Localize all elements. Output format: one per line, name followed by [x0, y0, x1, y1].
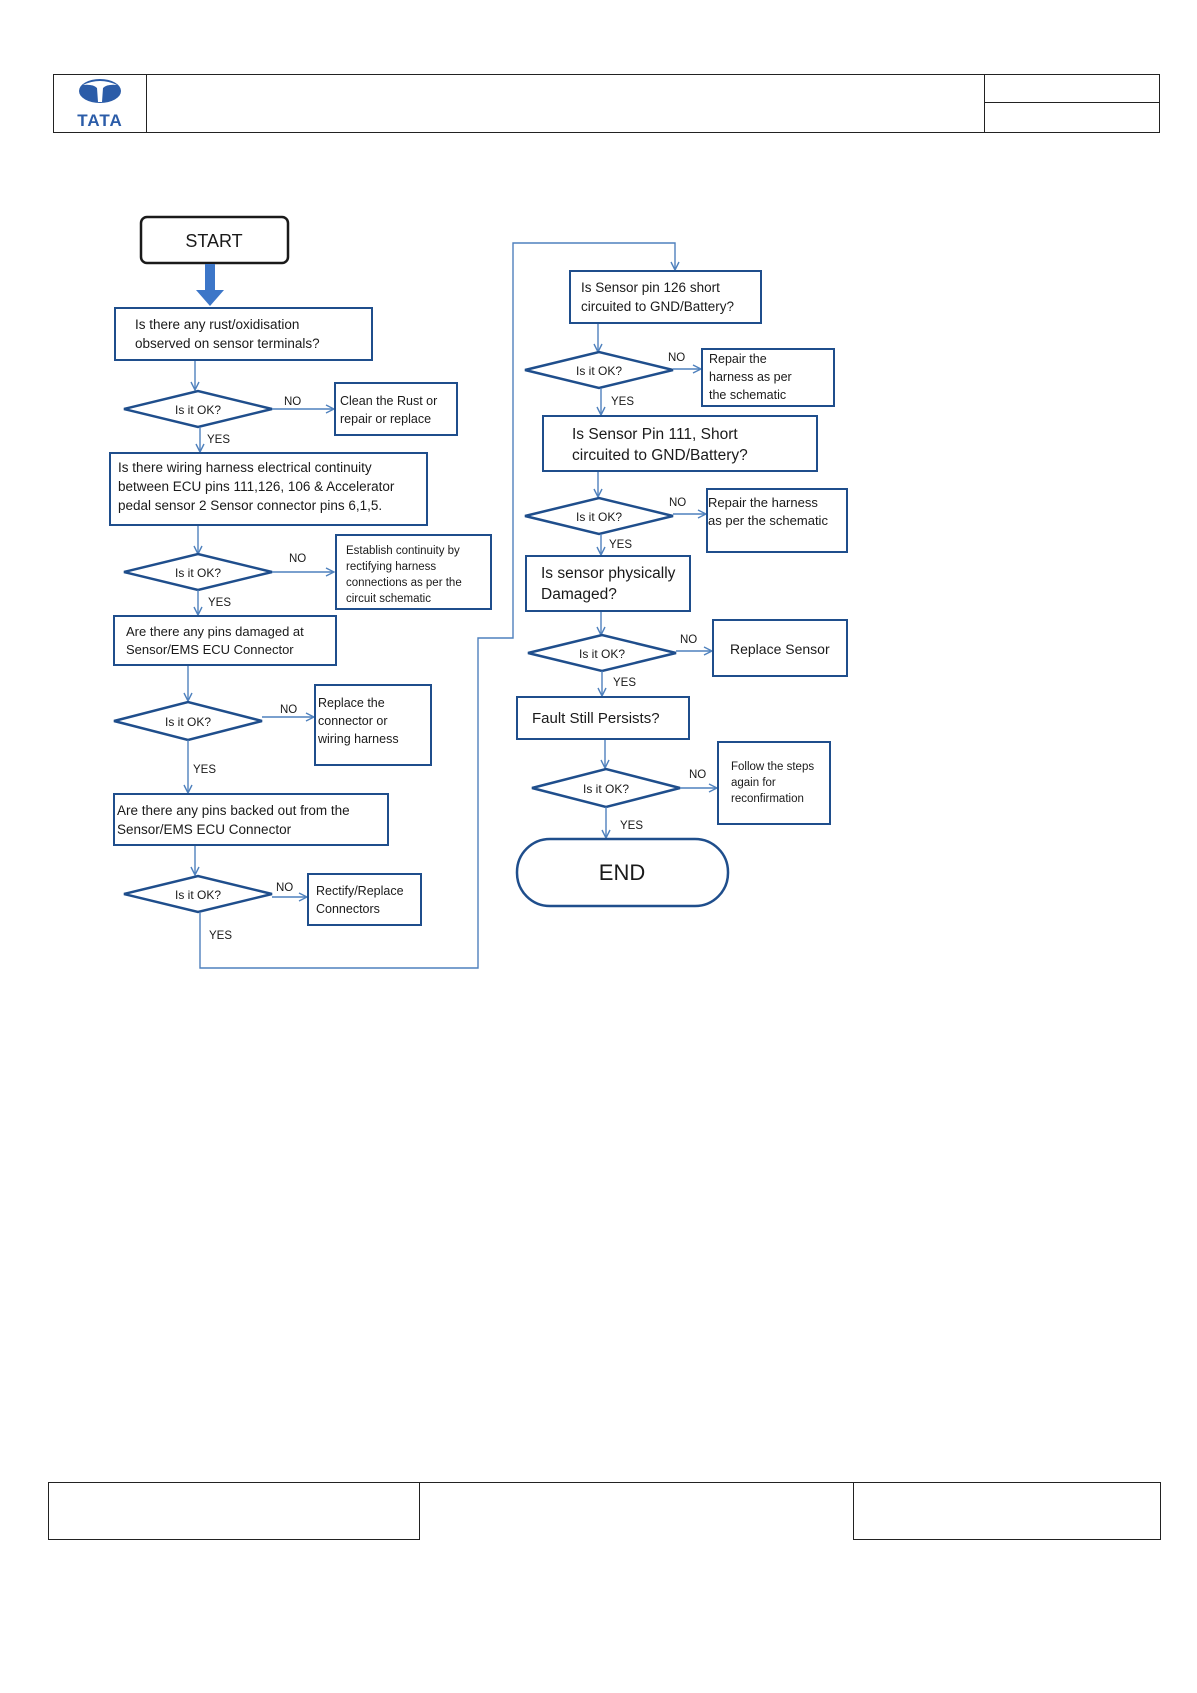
question-text-3: Are there any pins damaged at Sensor/EMS…: [126, 624, 307, 657]
decision-label-2: Is it OK?: [175, 566, 221, 580]
no-label-5: NO: [668, 352, 685, 364]
fix-box-2: [335, 534, 492, 610]
question-text-8: Fault Still Persists?: [532, 710, 660, 727]
no-label-6: NO: [669, 497, 686, 509]
decision-label-3: Is it OK?: [165, 715, 211, 729]
no-label-3: NO: [280, 704, 297, 716]
no-label-8: NO: [689, 769, 706, 781]
tata-logo: TATA: [77, 79, 123, 130]
question-box-7: [525, 555, 691, 612]
fix-box-3: [314, 684, 432, 766]
start-terminal: [139, 215, 290, 265]
decision-label-8: Is it OK?: [583, 782, 629, 796]
question-box-6: [542, 415, 818, 472]
fix-box-5: [701, 348, 835, 407]
fix-text-3: Replace the connector or wiring harness: [317, 696, 399, 746]
question-box-4: [113, 793, 389, 846]
decision-3: [113, 700, 263, 742]
decision-4: [123, 874, 273, 914]
question-text-2: Is there wiring harness electrical conti…: [118, 460, 398, 513]
question-box-2: [109, 452, 428, 526]
fix-text-5: Repair the harness as per the schematic: [709, 352, 795, 402]
end-label: END: [599, 860, 645, 885]
question-text-6: Is Sensor Pin 111, Short circuited to GN…: [572, 426, 748, 464]
yes-label-3: YES: [193, 764, 216, 776]
yes-label-4: YES: [209, 930, 232, 942]
fix-text-1: Clean the Rust or repair or replace: [340, 394, 441, 426]
fix-text-2: Establish continuity by rectifying harne…: [346, 545, 465, 605]
yes-label-1: YES: [207, 434, 230, 446]
decision-label-4: Is it OK?: [175, 888, 221, 902]
question-text-7: Is sensor physically Damaged?: [541, 565, 680, 603]
start-label: START: [185, 231, 242, 251]
decision-5: [524, 350, 674, 390]
yes-label-7: YES: [613, 677, 636, 689]
fix-text-4: Rectify/Replace Connectors: [316, 884, 407, 916]
start-arrow: [196, 264, 224, 306]
no-label-7: NO: [680, 634, 697, 646]
tata-logo-icon: [79, 79, 121, 103]
decision-label-1: Is it OK?: [175, 403, 221, 417]
decision-label-7: Is it OK?: [579, 647, 625, 661]
decision-label-5: Is it OK?: [576, 364, 622, 378]
question-box-1: [114, 307, 373, 361]
no-label-1: NO: [284, 396, 301, 408]
header-ref-top-cell: [984, 75, 1159, 103]
footer-middle-line: [419, 1482, 854, 1483]
fix-text-6: Repair the harness as per the schematic: [708, 495, 828, 528]
fix-text-7: Replace Sensor: [730, 641, 830, 657]
fix-box-4: [307, 873, 422, 926]
fix-box-8: [717, 741, 831, 825]
question-text-5: Is Sensor pin 126 short circuited to GND…: [581, 280, 734, 314]
question-box-8: [516, 696, 690, 740]
decision-label-6: Is it OK?: [576, 510, 622, 524]
footer-left-cell: [48, 1482, 420, 1540]
fix-box-1: [334, 382, 458, 436]
yes-label-2: YES: [208, 597, 231, 609]
logo-text: TATA: [77, 111, 123, 130]
end-terminal: [515, 837, 730, 908]
header-title-cell: [146, 75, 985, 132]
question-box-5: [569, 270, 762, 324]
no-label-2: NO: [289, 553, 306, 565]
decision-7: [527, 633, 677, 673]
footer-right-cell: [853, 1482, 1161, 1540]
no-label-4: NO: [276, 882, 293, 894]
yes-label-5: YES: [611, 396, 634, 408]
question-text-4: Are there any pins backed out from the S…: [117, 803, 353, 837]
question-box-3: [113, 615, 337, 666]
column-connector: [199, 242, 675, 969]
fix-box-6: [706, 488, 848, 553]
question-text-1: Is there any rust/oxidisation observed o…: [135, 317, 320, 351]
fix-text-8: Follow the steps again for reconfirmatio…: [731, 761, 817, 805]
decision-6: [524, 496, 674, 536]
logo-cell: TATA: [54, 75, 147, 132]
yes-label-6: YES: [609, 539, 632, 551]
fix-box-7: [712, 619, 848, 677]
yes-label-8: YES: [620, 820, 643, 832]
document-header: TATA: [53, 74, 1160, 133]
